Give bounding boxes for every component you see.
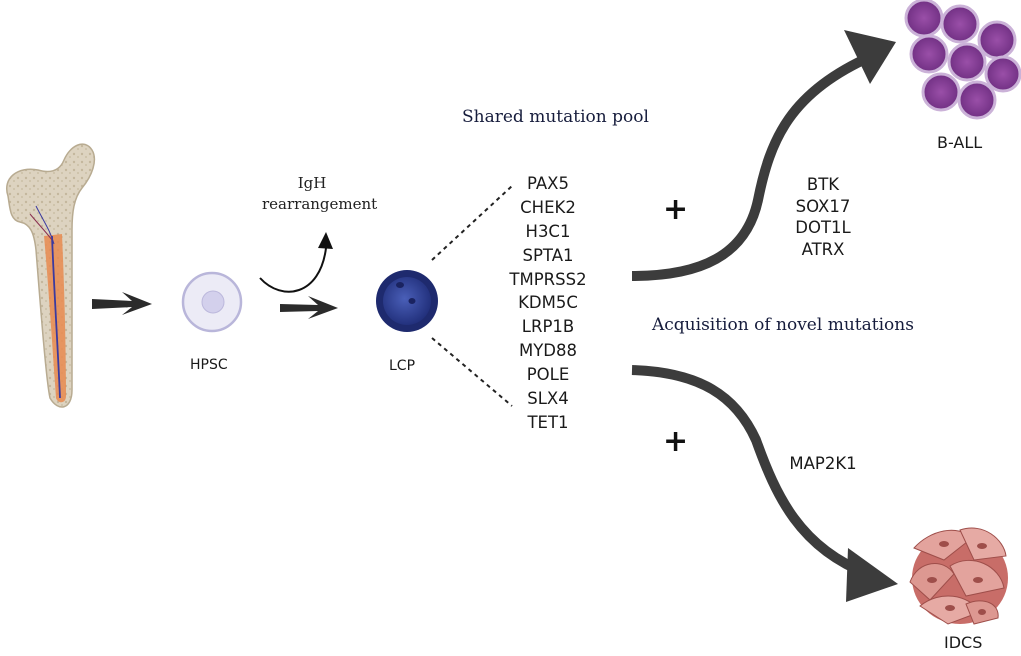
gene-item: TMPRSS2 [509,269,587,289]
stem-cell-icon [181,271,243,333]
novel-mutations-title: Acquisition of novel mutations [652,315,914,335]
shared-gene-list: PAX5 CHEK2 H3C1 SPTA1 TMPRSS2 KDM5C LRP1… [493,172,603,435]
dotted-connector-lower [431,337,513,407]
gene-item: POLE [526,365,570,385]
gene-item: SPTA1 [522,245,574,265]
plus-sign-lower: + [663,424,689,459]
gene-item: PAX5 [527,174,569,193]
arrow-bone-to-hpsc [92,292,152,315]
gene-item: BTK [806,175,840,194]
arrow-hpsc-to-lcp [280,296,338,319]
gene-item: KDM5C [518,293,578,313]
gene-item: MYD88 [518,341,578,361]
hpsc-label: HPSC [190,357,228,373]
gene-item: CHEK2 [520,197,576,217]
gene-item: LRP1B [521,317,575,337]
ball-gene-list: BTK SOX17 DOT1L ATRX [783,174,863,260]
idcs-label: IDCS [944,633,983,652]
gene-item: MAP2K1 [789,454,857,473]
arrow-to-ball [631,30,896,281]
plus-sign-upper: + [663,192,689,227]
igh-label: IgH rearrangement [262,173,378,215]
gene-item: H3C1 [525,221,571,241]
idcs-gene-list: MAP2K1 [778,453,868,475]
lymphoid-progenitor-cell-icon [376,270,438,332]
lcp-label: LCP [389,358,416,374]
leukemia-cell-cluster-icon [904,0,1021,120]
gene-item: SLX4 [527,389,569,409]
dotted-connector-upper [431,185,513,261]
dendritic-cell-cluster-icon [909,527,1008,625]
gene-item: DOT1L [795,218,851,237]
shared-pool-title: Shared mutation pool [462,107,649,127]
gene-item: SOX17 [795,196,851,216]
gene-item: ATRX [801,239,845,259]
igh-label-line1: IgH [297,174,327,192]
ball-label: B-ALL [937,133,983,152]
igh-curved-arrow [259,232,333,293]
gene-item: TET1 [527,412,569,432]
femur-bone-icon [6,143,96,408]
igh-label-line2: rearrangement [262,195,378,213]
arrow-to-idcs [631,365,898,602]
